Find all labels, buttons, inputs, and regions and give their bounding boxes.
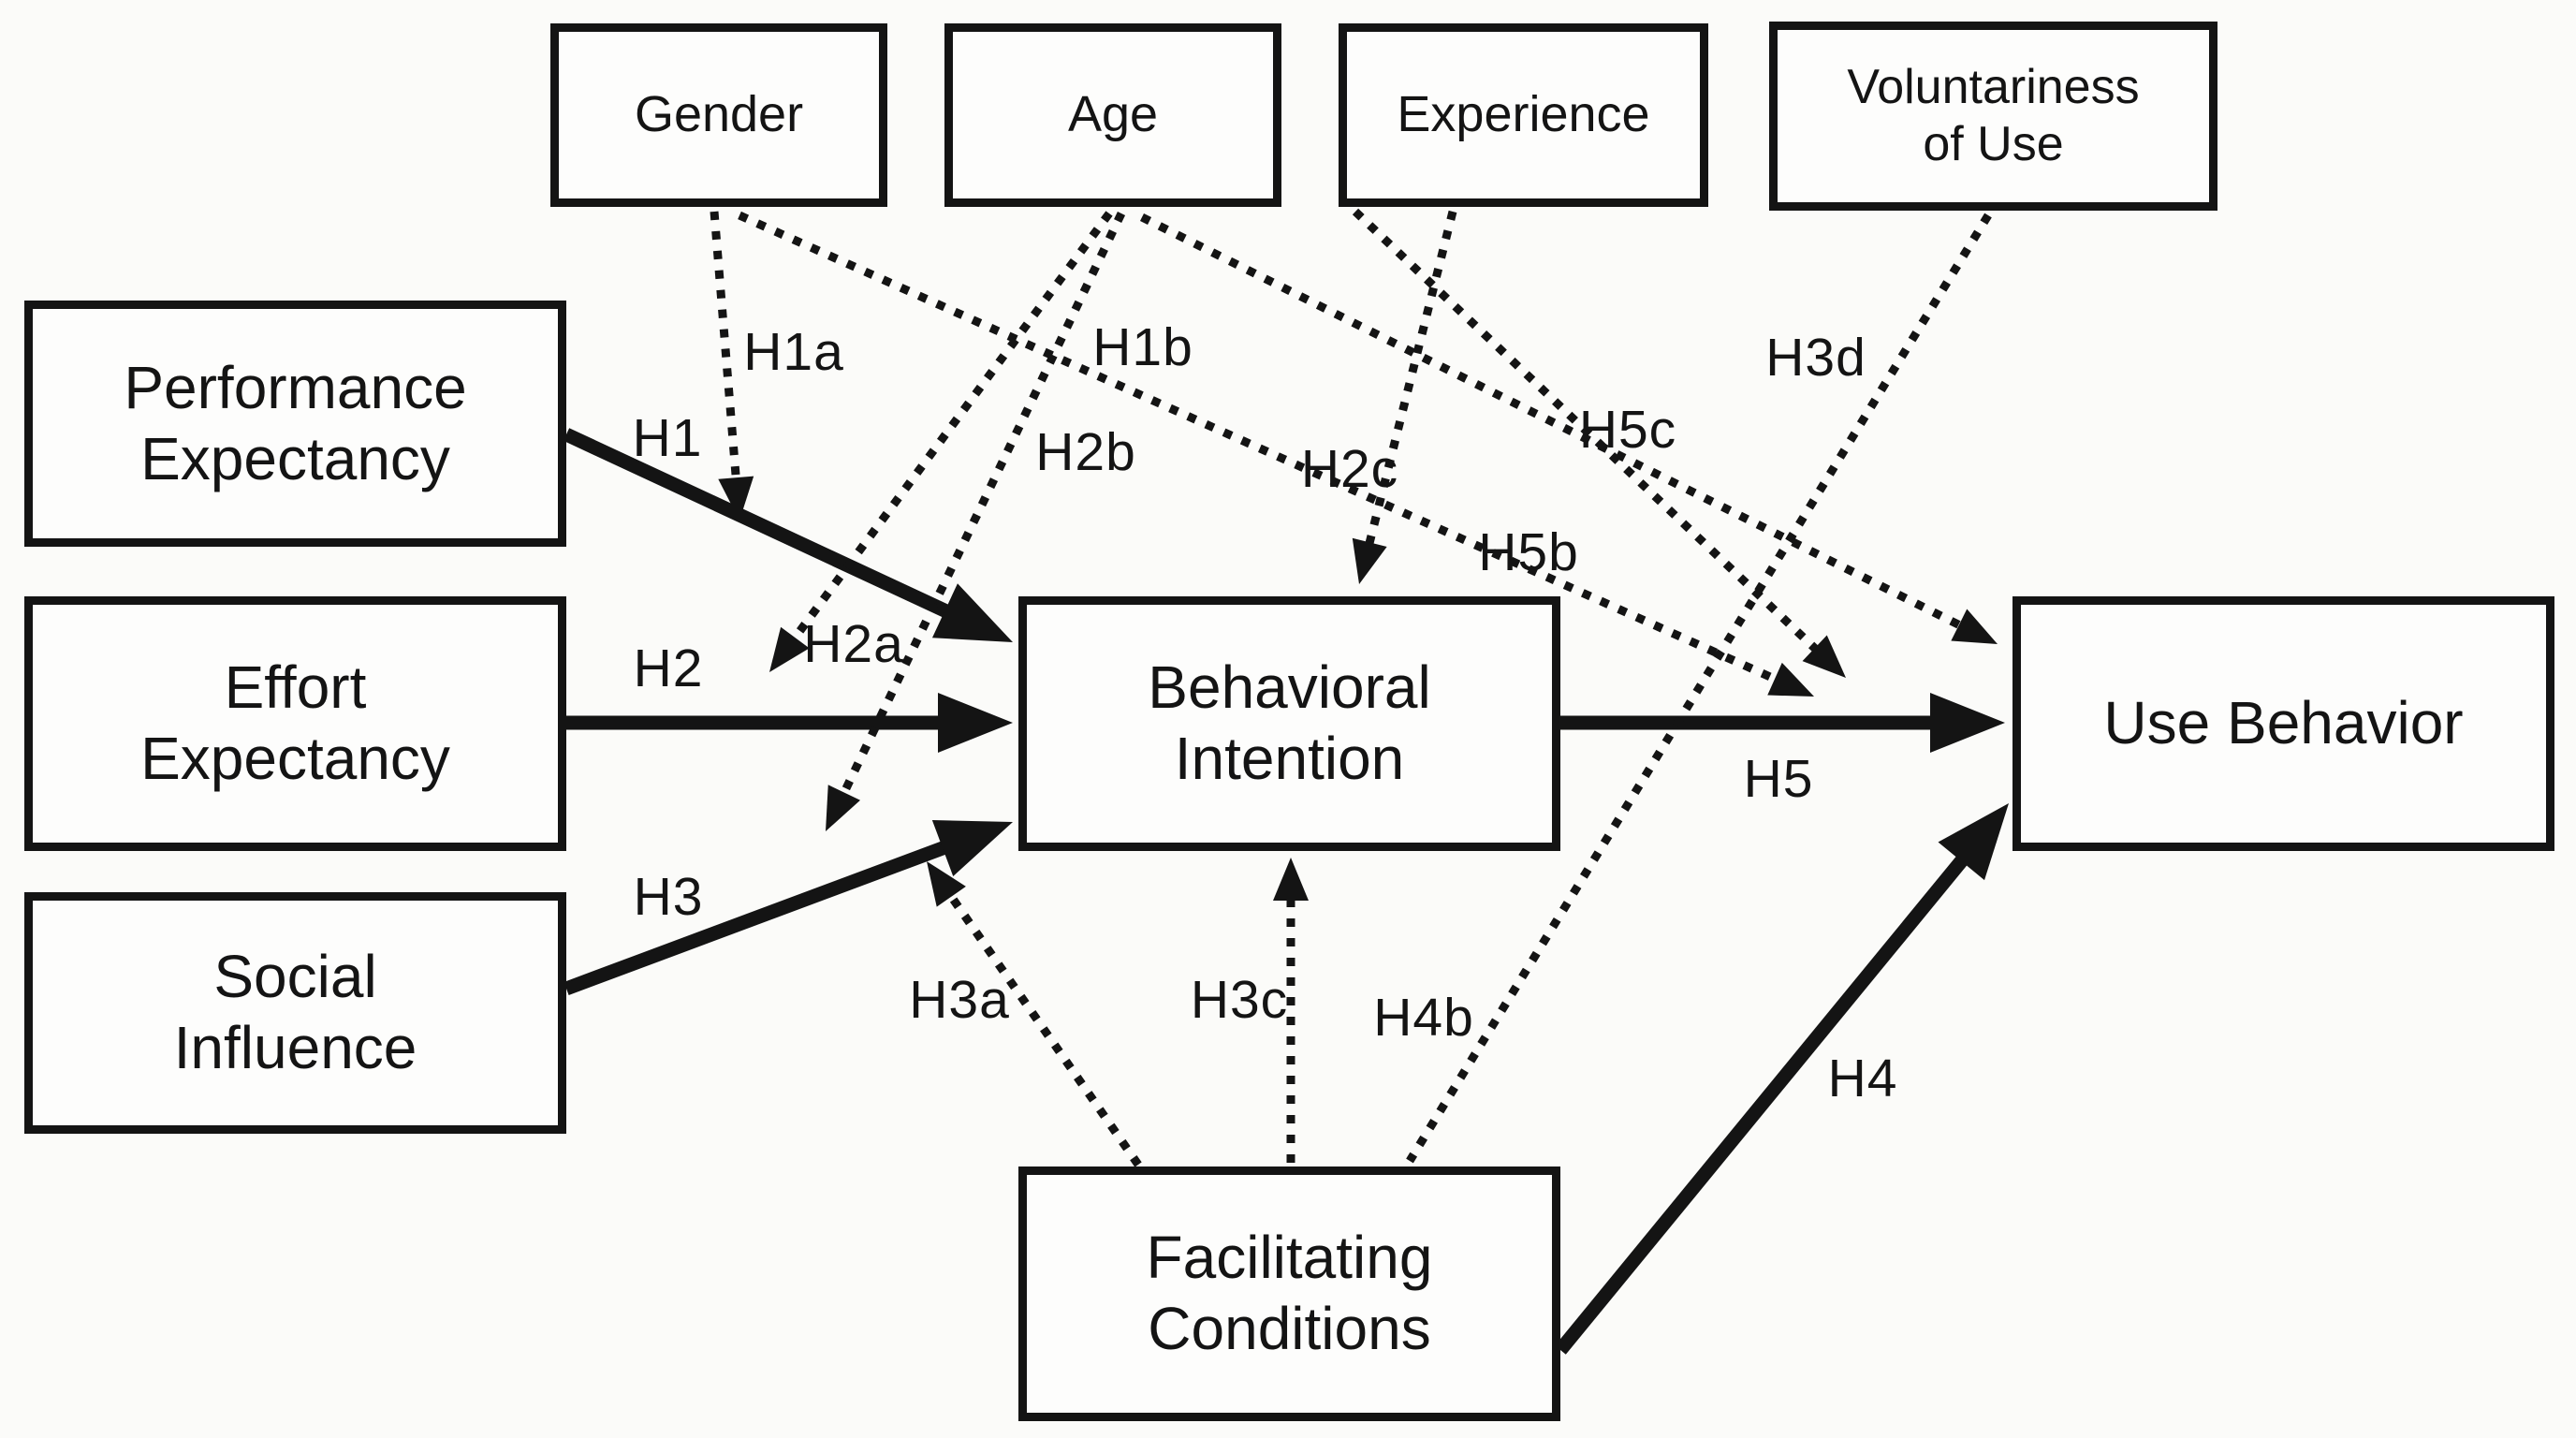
edge-h3d <box>1406 213 1992 1164</box>
arrowhead-h1 <box>931 583 1013 642</box>
arrowhead-h3a <box>927 861 966 907</box>
arrowhead-h5 <box>1930 693 2005 753</box>
edge-h5 <box>1560 693 2005 753</box>
node-effort-expectancy: Effort Expectancy <box>24 596 566 851</box>
edge-h2a <box>769 211 1113 672</box>
arrowhead-h5b <box>1767 662 1814 697</box>
edge-label-h3d: H3d <box>1765 328 1866 388</box>
edge-age-to-h3-arrow <box>826 212 1126 831</box>
edge-h3a <box>927 861 1142 1167</box>
edge-h5b <box>738 211 1814 697</box>
edge-label-h1: H1 <box>632 408 703 468</box>
edge-h2 <box>566 693 1013 753</box>
arrowhead-h1a <box>718 476 754 521</box>
node-facilitating-conditions: Facilitating Conditions <box>1018 1167 1560 1421</box>
arrowhead-age-to-h3-arrow <box>826 785 861 831</box>
edge-age-to-use-behavior <box>1139 213 1998 644</box>
arrowhead-h4 <box>1938 803 2009 881</box>
edge-label-h4b: H4b <box>1373 988 1474 1048</box>
edge-label-h2b: H2b <box>1035 422 1136 482</box>
arrowhead-h3c <box>1273 858 1309 901</box>
edge-h4 <box>1555 803 2009 1355</box>
arrowhead-h5c <box>1802 635 1846 678</box>
edge-label-h2: H2 <box>633 638 704 698</box>
arrowhead-h2a <box>769 626 810 672</box>
edge-label-h3a: H3a <box>909 970 1010 1030</box>
arrowhead-h2c <box>1352 537 1387 584</box>
arrowhead-h3 <box>931 819 1013 876</box>
edge-h3 <box>564 819 1013 996</box>
edge-label-h5c: H5c <box>1578 400 1677 460</box>
edge-h2c <box>1352 210 1457 584</box>
node-experience: Experience <box>1339 23 1708 207</box>
edge-label-h5b: H5b <box>1478 522 1579 582</box>
edge-label-h3: H3 <box>633 867 704 927</box>
edge-label-h4: H4 <box>1827 1049 1898 1108</box>
edge-h1 <box>563 428 1013 642</box>
node-voluntariness-of-use: Voluntariness of Use <box>1769 22 2217 211</box>
edge-h5c <box>1352 208 1846 678</box>
node-gender: Gender <box>550 23 887 207</box>
edge-h1a <box>710 211 754 521</box>
node-behavioral-intention: Behavioral Intention <box>1018 596 1560 851</box>
node-social-influence: Social Influence <box>24 892 566 1134</box>
arrowhead-age-to-use-behavior <box>1951 609 1998 644</box>
edge-h3c <box>1273 858 1309 1163</box>
node-use-behavior: Use Behavior <box>2012 596 2554 851</box>
node-age: Age <box>944 23 1281 207</box>
node-performance-expectancy: Performance Expectancy <box>24 301 566 547</box>
arrowhead-h2 <box>938 693 1013 753</box>
edge-label-h2c: H2c <box>1300 439 1399 499</box>
edge-label-h2a: H2a <box>803 614 904 674</box>
edge-label-h5: H5 <box>1743 749 1814 809</box>
edge-label-h1b: H1b <box>1092 317 1193 377</box>
edge-label-h1a: H1a <box>743 322 844 382</box>
edge-label-h3c: H3c <box>1190 970 1289 1030</box>
